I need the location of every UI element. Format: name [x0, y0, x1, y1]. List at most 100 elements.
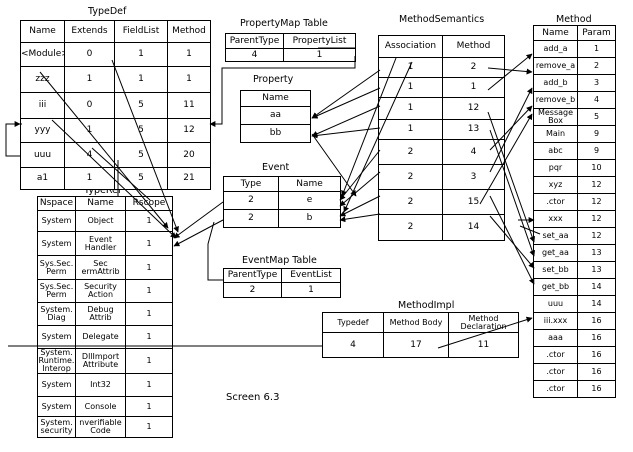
table-cell: Security Action	[75, 279, 126, 303]
table-cell: 13	[577, 244, 616, 262]
column-header: EventList	[281, 268, 341, 283]
table-cell: uuu	[20, 142, 65, 168]
table-cell: remove_a	[533, 57, 578, 75]
property-table: Name aa bb	[240, 90, 311, 143]
table-cell: 15	[442, 189, 505, 215]
table-cell: 1	[125, 279, 173, 303]
table-cell: 1	[378, 97, 443, 120]
table-cell: 14	[442, 214, 505, 241]
column-header: PropertyList	[283, 33, 356, 49]
table-cell: 12	[577, 227, 616, 245]
table-cell: 0	[64, 42, 115, 67]
column-header: Nspace	[37, 196, 76, 211]
methodimpl-title: MethodImpl	[398, 300, 455, 311]
table-cell: 1	[64, 66, 115, 93]
table-cell: abc	[533, 142, 578, 160]
table-cell: 2	[378, 139, 443, 165]
table-row: 4 17 11	[322, 332, 519, 358]
table-cell: 17	[383, 332, 449, 358]
table-cell: 1	[283, 48, 356, 62]
column-header: Method Body	[383, 312, 449, 333]
table-cell: DllImport Attribute	[75, 348, 126, 374]
table-cell: 1	[64, 118, 115, 143]
table-cell: 1	[167, 66, 211, 93]
table-cell: <Module>	[20, 42, 65, 67]
table-header-row: Name	[240, 90, 311, 107]
table-cell: aa	[240, 106, 311, 125]
table-cell: 12	[167, 118, 211, 143]
propertymap-table: ParentType PropertyList 4 1	[225, 33, 356, 62]
methodsemantics-title: MethodSemantics	[399, 14, 485, 25]
event-type-link	[173, 219, 224, 247]
table-cell: 5	[114, 92, 168, 119]
column-header: Param	[577, 25, 616, 41]
table-cell: 1	[378, 77, 443, 98]
semantics-event-link	[339, 195, 381, 217]
table-cell: 2	[378, 189, 443, 215]
table-cell: 9	[577, 125, 616, 143]
typedef-title: TypeDef	[88, 6, 127, 17]
table-cell: 2	[223, 191, 279, 210]
column-header: Name	[240, 90, 311, 107]
propertymap-title: PropertyMap Table	[240, 18, 328, 29]
table-cell: 1	[125, 348, 173, 374]
table-header-row: ParentType EventList	[223, 268, 341, 283]
methodimpl-table: Typedef Method Body Method Declaration 4…	[322, 312, 519, 358]
column-header: ParentType	[225, 33, 284, 49]
table-cell: 9	[577, 142, 616, 160]
table-cell: 21	[167, 167, 211, 190]
table-cell: iii.xxx	[533, 312, 578, 330]
table-cell: remove_b	[533, 91, 578, 109]
table-cell: 13	[442, 119, 505, 140]
table-cell: zzz	[20, 66, 65, 93]
table-cell: System	[37, 373, 76, 397]
table-cell: 5	[114, 142, 168, 168]
table-cell: 0	[64, 92, 115, 119]
table-cell: pqr	[533, 159, 578, 177]
table-cell: b	[278, 209, 341, 228]
semantics-property-link	[311, 127, 381, 139]
column-header: Name	[278, 176, 341, 192]
table-cell: 16	[577, 346, 616, 364]
column-header: Association	[378, 35, 443, 58]
table-cell: 1	[442, 77, 505, 98]
table-cell: 14	[577, 278, 616, 296]
table-cell: 12	[577, 193, 616, 211]
table-cell: 1	[378, 57, 443, 78]
table-cell: 1	[64, 167, 115, 190]
table-cell: Message Box	[533, 108, 578, 126]
table-cell: Object	[75, 210, 126, 232]
table-header-row: Association Method	[378, 35, 505, 58]
table-header-row: Typedef Method Body Method Declaration	[322, 312, 519, 333]
semantics-property-link	[311, 105, 381, 137]
table-row: 2 1	[223, 282, 341, 298]
column-header: ParentType	[223, 268, 282, 283]
event-type-link	[173, 201, 224, 239]
table-cell: .ctor	[533, 363, 578, 381]
table-cell: 1	[167, 42, 211, 67]
column-header: Method Declaration	[448, 312, 519, 333]
table-cell: 1	[281, 282, 341, 298]
property-title: Property	[253, 74, 294, 85]
